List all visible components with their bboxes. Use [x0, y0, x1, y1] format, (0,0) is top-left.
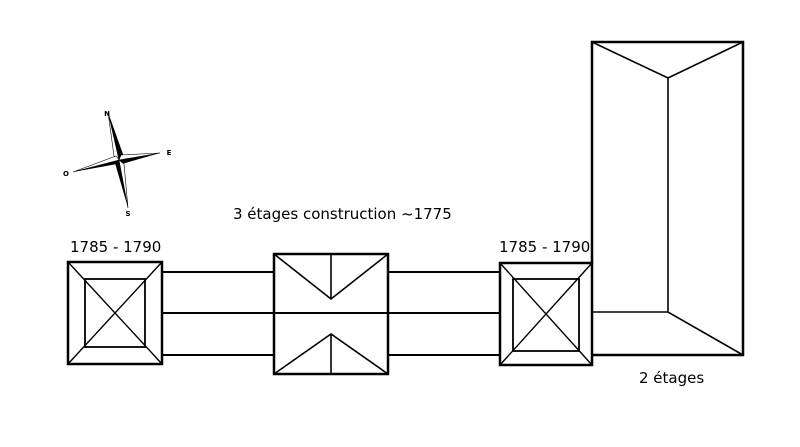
left-connector — [162, 271, 274, 356]
center-building — [272, 252, 390, 376]
left-tower — [66, 260, 164, 366]
right-connector — [388, 271, 500, 356]
compass-rose-icon: N E S O — [63, 110, 172, 218]
compass-s: S — [125, 210, 130, 218]
wing-building — [590, 40, 745, 357]
compass-e: E — [167, 149, 172, 157]
compass-o: O — [63, 170, 69, 178]
compass-n: N — [104, 110, 110, 118]
left-tower-label: 1785 - 1790 — [70, 238, 162, 256]
center-label: 3 étages construction ~1775 — [233, 205, 452, 223]
right-tower — [498, 261, 594, 367]
wing-label: 2 étages — [639, 369, 705, 387]
right-tower-label: 1785 - 1790 — [499, 238, 591, 256]
